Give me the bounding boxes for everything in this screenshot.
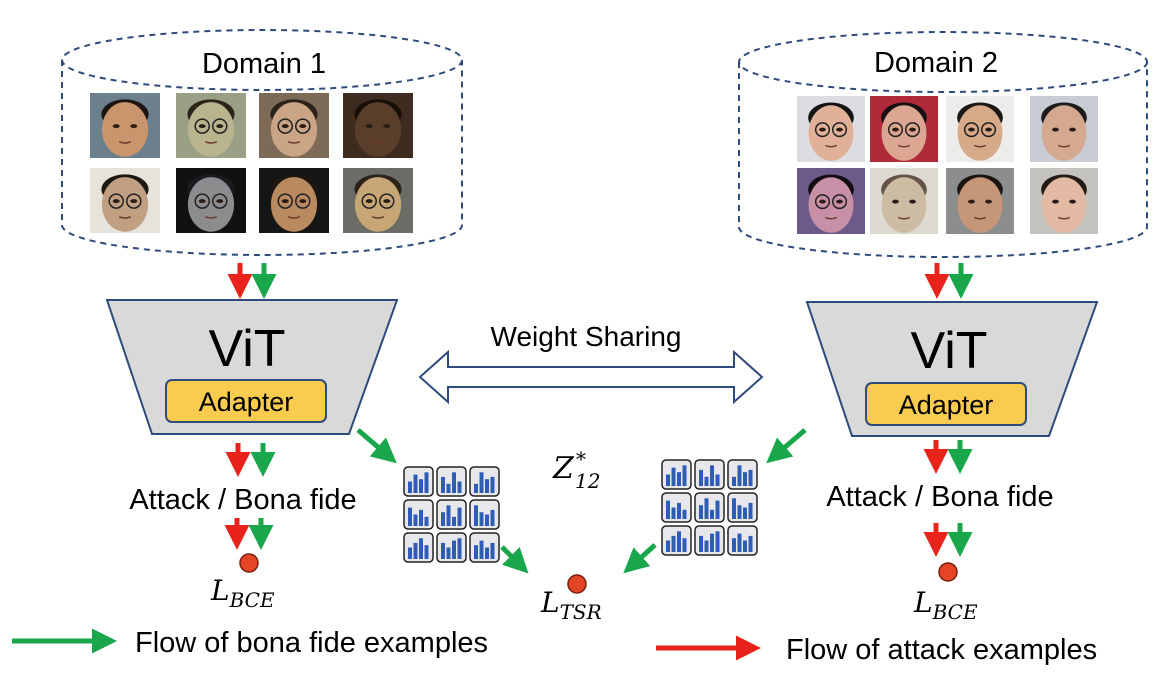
grid-left-token-2 [436, 466, 467, 497]
adapter-box-left [165, 379, 327, 423]
domain-1-body [61, 60, 463, 256]
face-image-2-8 [1030, 168, 1098, 234]
vit-label-left: ViT [208, 320, 285, 378]
token-feature-grid-right [661, 459, 758, 556]
feature-arrow-right-out [623, 543, 657, 574]
feature-arrows [356, 428, 807, 574]
vit-encoder-right: ViT Adapter [805, 301, 1099, 437]
face-image-2-7 [946, 168, 1014, 234]
domain-1-database: Domain 1 [61, 29, 463, 256]
domain-1-title: Domain 1 [202, 48, 326, 80]
bce-arrows-left [224, 518, 274, 550]
grid-left-token-1 [403, 466, 434, 497]
legend-bona-fide-label: Flow of bona fide examples [135, 627, 488, 659]
legend-attack: Flow of attack examples [656, 634, 1097, 666]
grid-left-token-3 [469, 466, 500, 497]
input-arrows-right [924, 263, 974, 299]
token-feature-grid-left [403, 466, 500, 563]
domain-2-database: Domain 2 [738, 31, 1148, 258]
face-image-2-1 [797, 96, 865, 162]
face-image-1-2 [176, 93, 246, 158]
face-image-1-5 [90, 168, 160, 233]
legend-attack-label: Flow of attack examples [786, 634, 1097, 666]
loss-tsr-node [567, 574, 587, 594]
domain-2-body [738, 62, 1148, 258]
legend-bona-fide: Flow of bona fide examples [12, 627, 488, 659]
grid-left-token-9 [469, 532, 500, 563]
grid-left-token-7 [403, 532, 434, 563]
grid-right-token-9 [727, 525, 758, 556]
grid-right-token-5 [694, 492, 725, 523]
vit-label-right: ViT [910, 322, 987, 380]
grid-right-token-7 [661, 525, 692, 556]
face-image-1-6 [176, 168, 246, 233]
output-label-right: Attack / Bona fide [826, 481, 1053, 513]
loss-tsr-label: LTSR [540, 586, 602, 624]
feature-arrow-left-out [500, 545, 529, 574]
face-image-1-1 [90, 93, 160, 158]
loss-bce-left-label: LBCE [210, 574, 275, 612]
weight-sharing-arrow: Weight Sharing [418, 321, 764, 405]
grid-right-token-1 [661, 459, 692, 490]
grid-left-token-4 [403, 499, 434, 530]
domain-2-title: Domain 2 [874, 47, 998, 79]
z12-label: Z*12 [552, 447, 600, 493]
output-label-left: Attack / Bona fide [129, 484, 356, 516]
face-image-1-8 [343, 168, 413, 233]
face-image-1-7 [259, 168, 329, 233]
grid-right-token-8 [694, 525, 725, 556]
face-image-1-4 [343, 93, 413, 158]
weight-sharing-label: Weight Sharing [491, 321, 682, 352]
face-image-2-5 [797, 168, 865, 234]
grid-left-token-6 [469, 499, 500, 530]
grid-left-token-8 [436, 532, 467, 563]
loss-bce-left-node [239, 553, 259, 573]
output-arrows-right [923, 440, 973, 474]
grid-right-token-4 [661, 492, 692, 523]
adapter-label-right: Adapter [899, 390, 994, 420]
adapter-label-left: Adapter [199, 387, 294, 417]
face-image-2-4 [1030, 96, 1098, 162]
domain-1-face-grid [90, 93, 413, 233]
output-arrows-left [225, 443, 276, 477]
feature-arrow-left-in [356, 428, 397, 464]
grid-left-token-5 [436, 499, 467, 530]
grid-right-token-2 [694, 459, 725, 490]
adapter-box-right [865, 382, 1027, 426]
loss-bce-right-label: LBCE [913, 586, 978, 624]
vit-encoder-left: ViT Adapter [105, 299, 399, 435]
input-arrows-left [227, 263, 277, 299]
grid-right-token-6 [727, 492, 758, 523]
feature-arrow-right-in [766, 428, 807, 464]
grid-right-token-3 [727, 459, 758, 490]
bce-arrows-right [923, 523, 973, 557]
face-image-2-6 [870, 168, 938, 234]
face-image-2-3 [946, 96, 1014, 162]
domain-2-face-grid [797, 96, 1098, 234]
face-image-2-2 [870, 96, 938, 162]
face-image-1-3 [259, 93, 329, 158]
loss-bce-right-node [938, 562, 958, 582]
